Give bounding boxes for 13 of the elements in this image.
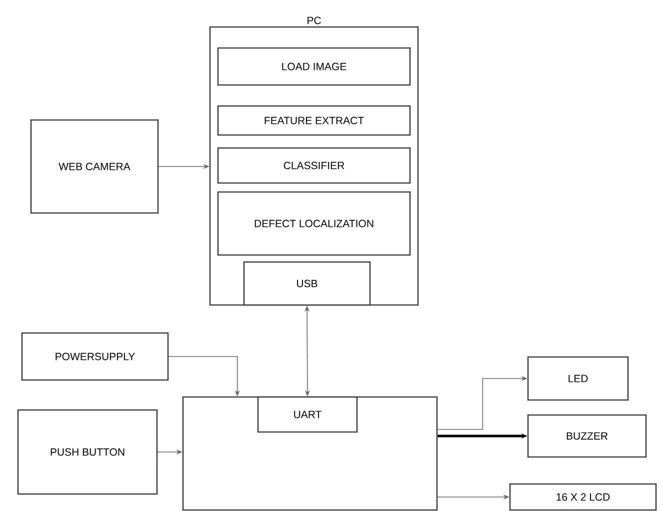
block-box: UART — [257, 396, 358, 433]
block-box: CLASSIFIER — [217, 147, 411, 184]
block-box: LOAD IMAGE — [217, 47, 411, 86]
block-box: POWERSUPPLY — [21, 332, 169, 381]
block-box: WEB CAMERA — [30, 119, 159, 214]
block-box: BUZZER — [527, 414, 647, 458]
block-box: PUSH BUTTON — [17, 409, 158, 495]
block-box: USB — [243, 261, 371, 306]
block-box: LED — [527, 356, 629, 401]
block-box: FEATURE EXTRACT — [217, 105, 411, 136]
block-box: 16 X 2 LCD — [509, 483, 657, 511]
block-box: DEFECT LOCALIZATION — [217, 191, 411, 256]
box-heading: PC — [308, 16, 321, 24]
